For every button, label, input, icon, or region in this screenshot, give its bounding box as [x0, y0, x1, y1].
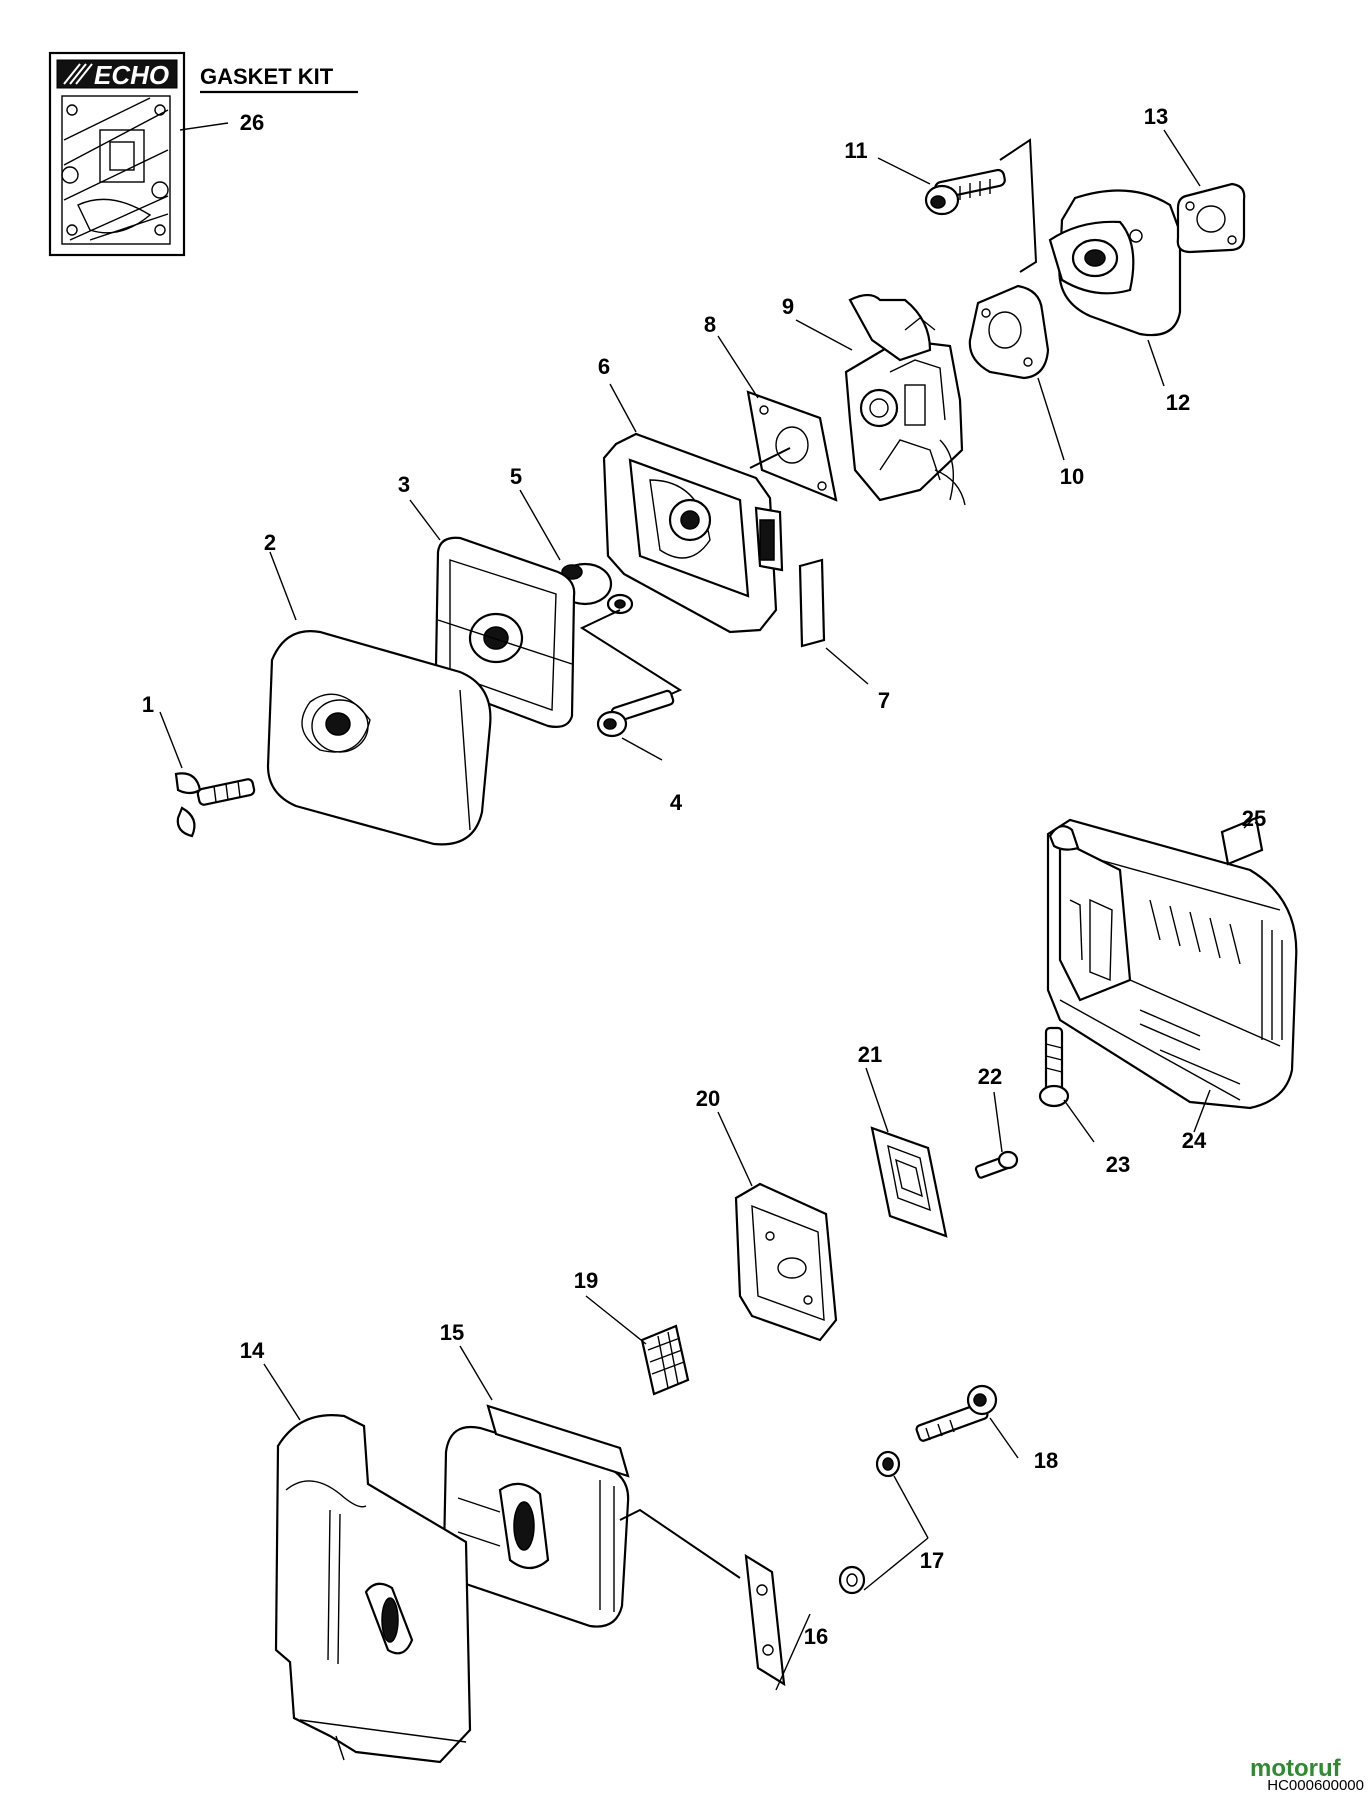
callout-4: 4 [670, 790, 683, 815]
echo-logo: ECHO [63, 60, 169, 90]
callout-23: 23 [1106, 1152, 1130, 1177]
part-19-screen [640, 1324, 690, 1396]
part-14-heat-shield [274, 1414, 472, 1764]
leader-11-12 [999, 138, 1038, 273]
part-9-carburetor [844, 293, 966, 506]
part-4-bolt [596, 689, 675, 738]
part-18-bolt [915, 1384, 998, 1442]
cooling-slots [1139, 899, 1283, 1085]
callout-12: 12 [1166, 390, 1190, 415]
part-2-air-cleaner-cover [266, 630, 492, 846]
callout-2: 2 [264, 530, 276, 555]
kit-brand: ECHO [94, 60, 169, 90]
callout-21: 21 [858, 1042, 882, 1067]
part-21-gasket-plate [870, 1126, 948, 1238]
callout-11: 11 [844, 138, 867, 163]
kit-title: GASKET KIT [200, 64, 334, 89]
gasket-kit-illustration [61, 95, 171, 245]
part-22-screw [974, 1150, 1019, 1179]
callout-16: 16 [804, 1624, 828, 1649]
callout-20: 20 [696, 1086, 720, 1111]
part-1-wing-bolt [174, 772, 256, 838]
callout-3: 3 [398, 472, 410, 497]
callout-14: 14 [240, 1338, 265, 1363]
callout-15: 15 [440, 1320, 464, 1345]
callout-19: 19 [574, 1268, 598, 1293]
drawing-code: HC000600000 [1267, 1777, 1364, 1794]
callout-6: 6 [598, 354, 610, 379]
part-7-label [798, 558, 826, 648]
part-6-air-cleaner-case [602, 432, 784, 634]
callout-5: 5 [510, 464, 522, 489]
callout-13: 13 [1144, 104, 1168, 129]
part-17-washers [838, 1450, 901, 1595]
leader-lines [159, 122, 1253, 1691]
callout-1: 1 [142, 692, 154, 717]
part-25-label [1220, 816, 1264, 866]
leader-8-6 [749, 447, 791, 469]
part-11-bolt [924, 168, 1006, 216]
part-16-gasket [744, 1553, 786, 1687]
callout-18: 18 [1034, 1448, 1058, 1473]
part-24-cylinder-cover [1046, 818, 1298, 1110]
callout-8: 8 [704, 312, 716, 337]
callout-labels: 26 1 2 3 4 5 6 7 8 9 10 11 12 13 14 15 1… [142, 104, 1266, 1649]
callout-26: 26 [240, 110, 264, 135]
part-12-intake-insulator [1048, 189, 1182, 337]
part-5-choke-plate [557, 562, 634, 615]
callout-10: 10 [1060, 464, 1084, 489]
callout-22: 22 [978, 1064, 1002, 1089]
part-23-bolt [1038, 1026, 1070, 1108]
callout-24: 24 [1182, 1128, 1207, 1153]
callout-17: 17 [920, 1548, 944, 1573]
watermark: motoruf [1250, 1755, 1342, 1782]
part-20-muffler-cover [734, 1182, 838, 1342]
leader-15-16 [619, 1508, 741, 1579]
gasket-kit-box: ECHO GASKET KIT [48, 51, 358, 257]
callout-7: 7 [878, 688, 890, 713]
callout-9: 9 [782, 294, 794, 319]
callout-25: 25 [1242, 806, 1266, 831]
part-15-muffler [442, 1404, 630, 1628]
part-13-gasket [1176, 182, 1246, 254]
part-10-gasket [968, 284, 1050, 380]
part-8-gasket [746, 390, 838, 502]
